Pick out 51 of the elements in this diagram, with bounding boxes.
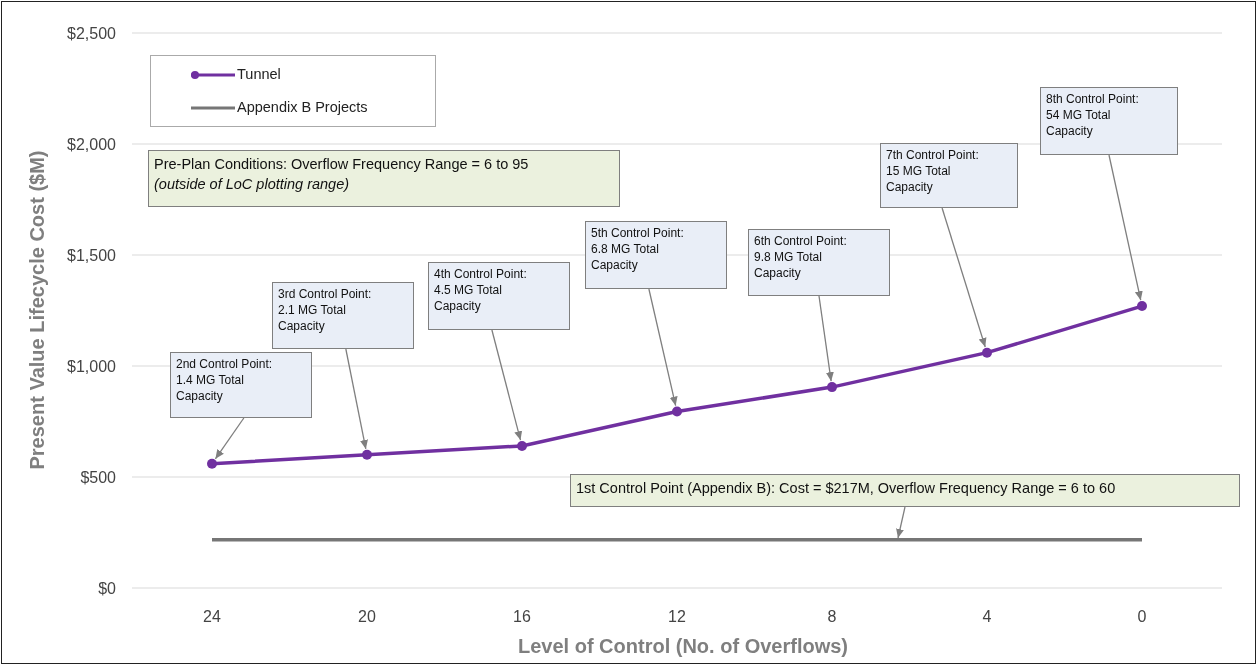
callout-box <box>748 229 890 296</box>
callout-box <box>428 262 570 330</box>
tick-label: 24 <box>203 608 221 625</box>
callout-text: 4th Control Point: 4.5 MG Total Capacity <box>434 266 528 314</box>
callout-text: 5th Control Point: 6.8 MG Total Capacity <box>591 225 685 273</box>
leader-arrow <box>491 329 523 441</box>
tick-label: $2,500 <box>67 25 116 42</box>
data-point <box>1137 301 1147 312</box>
leader-arrow <box>896 506 906 539</box>
callout-text: Pre-Plan Conditions: Overflow Frequency Range = 6 to 95 <box>154 155 530 174</box>
tick-label: $0 <box>98 580 116 597</box>
tick-label: $500 <box>80 469 116 486</box>
callout-box <box>1040 87 1178 155</box>
callout-box <box>170 352 312 418</box>
data-point <box>672 406 682 417</box>
callout-box <box>880 143 1018 208</box>
tick-label: $2,000 <box>67 136 116 153</box>
data-point <box>517 440 527 451</box>
callout-box <box>148 150 620 207</box>
tick-label: 0 <box>1137 608 1147 625</box>
leader-arrow <box>214 417 245 460</box>
callout-text: 7th Control Point: 15 MG Total Capacity <box>886 147 980 195</box>
callout-text: 6th Control Point: 9.8 MG Total Capacity <box>754 233 848 281</box>
callout-text: (outside of LoC plotting range) <box>154 175 351 194</box>
callout-text: 2nd Control Point: 1.4 MG Total Capacity <box>176 356 274 404</box>
callout-text: 1st Control Point (Appendix B): Cost = $217M, Overflow Frequency Range = 6 to 60 <box>576 479 1117 498</box>
tick-label: 8 <box>827 608 837 625</box>
tick-label: $1,000 <box>67 358 116 375</box>
callout-text: 3rd Control Point: 2.1 MG Total Capacity <box>278 286 373 334</box>
axis-title: Level of Control (No. of Overflows) <box>518 635 848 657</box>
tick-label: 16 <box>513 608 531 625</box>
data-point <box>362 449 372 460</box>
legend-label: Tunnel <box>237 66 281 82</box>
axis-title: Present Value Lifecycle Cost ($M) <box>26 150 48 470</box>
tick-label: 4 <box>982 608 992 625</box>
data-point <box>982 347 992 358</box>
callout-box <box>570 474 1240 507</box>
callout-text: 8th Control Point: 54 MG Total Capacity <box>1046 91 1140 139</box>
legend-label: Appendix B Projects <box>237 99 368 115</box>
callout-box <box>272 282 414 349</box>
data-point <box>827 382 837 393</box>
leader-arrow <box>345 348 368 450</box>
tick-label: 12 <box>668 608 686 625</box>
tick-label: $1,500 <box>67 247 116 264</box>
tick-label: 20 <box>358 608 376 625</box>
callout-box <box>585 221 727 289</box>
leader-arrow <box>648 288 678 407</box>
data-point <box>207 458 217 469</box>
leader-arrow <box>818 295 834 382</box>
leader-arrow <box>941 207 987 348</box>
leader-arrow <box>1108 154 1143 301</box>
